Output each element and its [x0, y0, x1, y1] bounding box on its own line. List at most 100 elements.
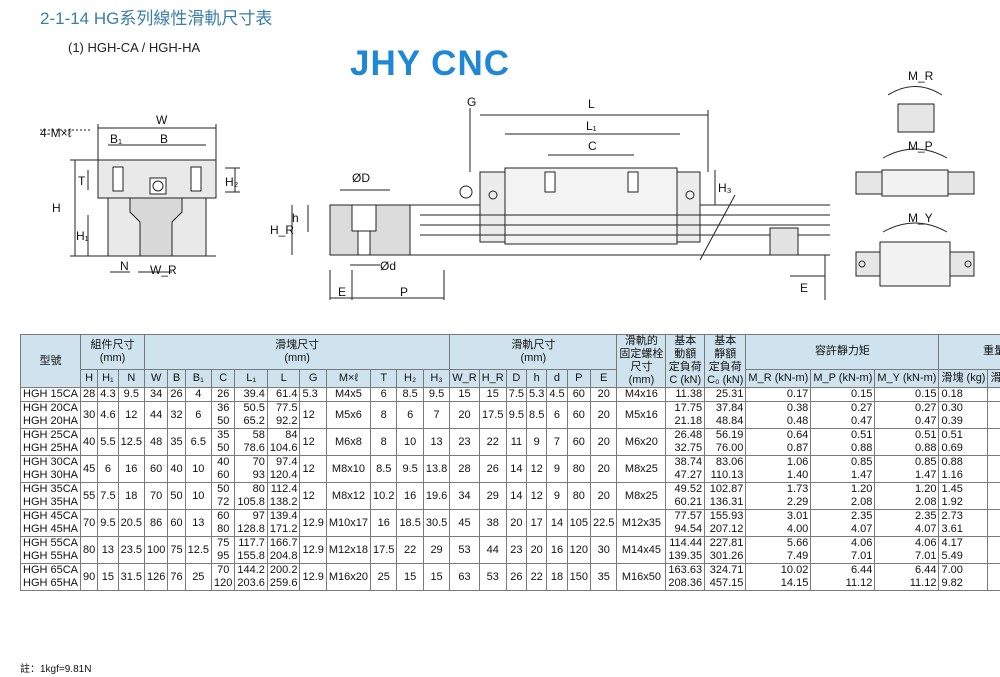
cell-b: 50: [167, 482, 186, 510]
cell-h: 17: [526, 509, 548, 537]
subheader-3: W: [143, 368, 169, 389]
cell-mr: 0.17: [745, 387, 812, 402]
label-e-side: E: [800, 281, 808, 295]
cell-h: 28: [80, 387, 99, 402]
cell-d: 18: [546, 563, 568, 591]
subheader-17: h: [526, 368, 548, 389]
cell-n: 12.5: [117, 428, 146, 456]
cell-w: 34: [143, 387, 169, 402]
table-head: 型號 組件尺寸(mm) 滑塊尺寸(mm) 滑軌尺寸(mm) 滑軌的固定螺栓尺寸(…: [19, 334, 1000, 389]
cell-e: 30: [589, 536, 618, 564]
cell-b1: 10: [184, 482, 213, 510]
cell-c: 26: [211, 387, 236, 402]
cell-g: 12: [299, 482, 327, 510]
cell-h: 12: [526, 482, 548, 510]
cell-bolt: M12x35: [616, 509, 667, 537]
cell-weight-rail: 1.45: [987, 387, 1000, 402]
cell-b: 76: [167, 563, 186, 591]
cell-w: 60: [143, 455, 169, 483]
cell-mxl: M6x8: [325, 428, 372, 456]
subheader-19: P: [566, 368, 592, 389]
cell-wr: 15: [449, 387, 480, 402]
subheader-5: B₁: [184, 368, 213, 389]
cell-n: 12: [117, 401, 146, 429]
cell-d: 7: [546, 428, 568, 456]
subheader-18: d: [546, 368, 568, 389]
cell-wr: 45: [449, 509, 480, 537]
subheader-12: H₂: [396, 368, 424, 389]
cell-bolt: M6x20: [616, 428, 667, 456]
footnote: 註：1kgf=9.81N: [20, 664, 92, 675]
cell-p: 150: [566, 563, 592, 591]
cell-p: 120: [566, 536, 592, 564]
cell-b: 26: [167, 387, 186, 402]
cell-g: 12.9: [299, 563, 327, 591]
cell-t: 25: [370, 563, 398, 591]
cell-p: 105: [566, 509, 592, 537]
cell-d: 14: [546, 509, 568, 537]
cell-my: 0.15: [874, 387, 940, 402]
label-l1: L₁: [586, 119, 597, 133]
th-rail: 滑軌尺寸(mm): [449, 334, 618, 370]
cell-d: 9.5: [505, 401, 528, 429]
cell-hr: 38: [478, 509, 507, 537]
cell-h2: 10: [396, 428, 424, 456]
subheader-16: D: [505, 368, 528, 389]
cell-n: 16: [117, 455, 146, 483]
label-b: B: [160, 132, 168, 146]
cell-t: 8: [370, 401, 398, 429]
th-model: 型號: [19, 334, 82, 388]
cell-weight-rail: 3.21: [987, 428, 1000, 456]
cell-mxl: M10x17: [325, 509, 372, 537]
label-mp: M_P: [908, 139, 933, 153]
th-bolt: 滑軌的固定螺栓尺寸(mm): [616, 334, 667, 388]
label-small-d: Ød: [380, 259, 396, 273]
cell-h1: 13: [97, 536, 119, 564]
cell-b: 75: [167, 536, 186, 564]
cell-h1: 7.5: [97, 482, 119, 510]
technical-drawing: 4-M×ℓ W B₁ B T H₂ H H₁ N W_R ØD h H_R Ød…: [40, 69, 975, 300]
cell-h2: 9.5: [396, 455, 424, 483]
th-assembly: 組件尺寸(mm): [80, 334, 145, 370]
cell-h1: 4.3: [97, 387, 119, 402]
brand-watermark: JHY CNC: [350, 44, 511, 83]
th-weight: 重量: [938, 334, 1000, 370]
cell-d: 26: [505, 563, 528, 591]
subheader-6: C: [211, 368, 236, 389]
cell-h2: 8.5: [396, 387, 424, 402]
subheader-14: W_R: [449, 368, 480, 389]
cell-h: 20: [526, 536, 548, 564]
cell-g: 12: [299, 455, 327, 483]
cell-h3: 13.8: [422, 455, 451, 483]
cell-mxl: M4x5: [325, 387, 372, 402]
cell-g: 5.3: [299, 387, 327, 402]
cell-d: 9: [546, 455, 568, 483]
label-h2: H₂: [225, 175, 239, 189]
cell-h1: 6: [97, 455, 119, 483]
